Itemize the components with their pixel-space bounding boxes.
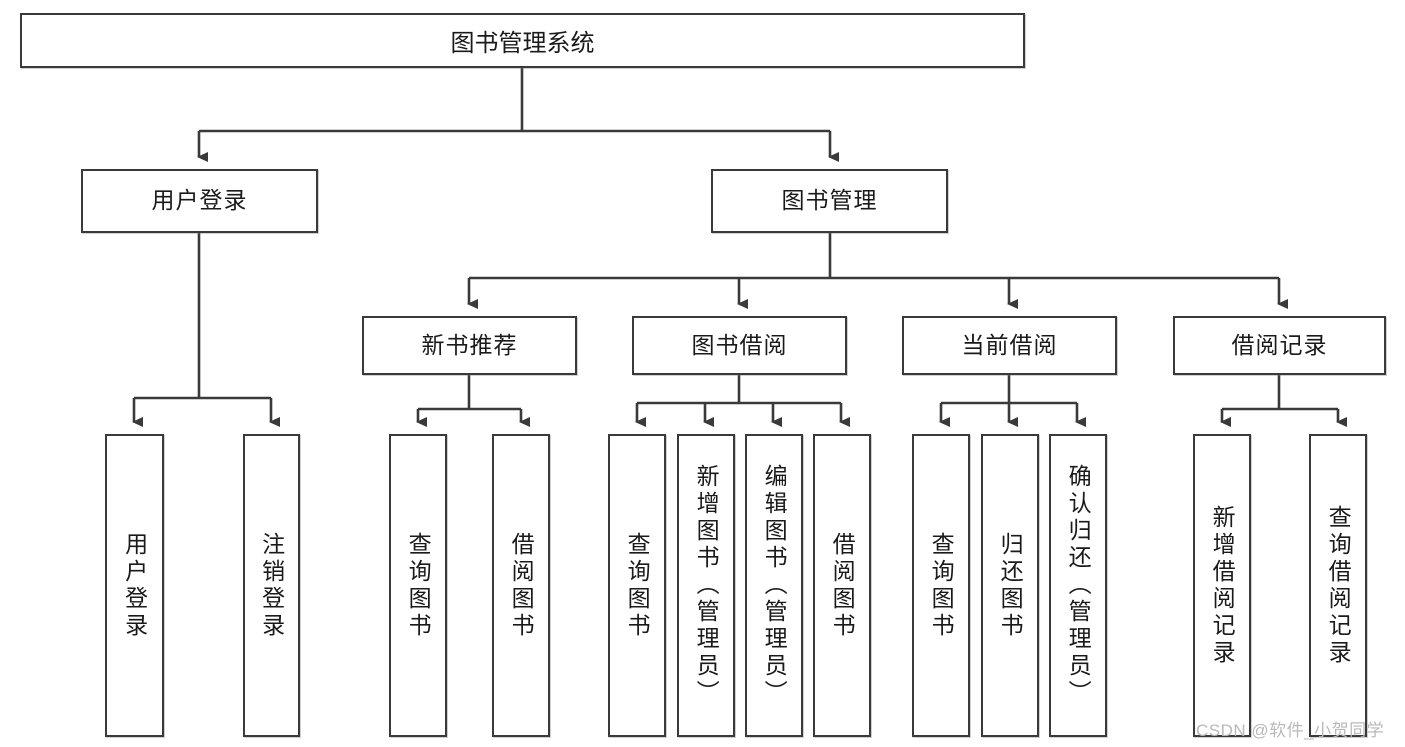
leaf-return-books[interactable]: 归还图书 bbox=[981, 434, 1039, 737]
node-current-borrow[interactable]: 当前借阅 bbox=[902, 316, 1117, 375]
node-label: 图书管理 bbox=[781, 187, 878, 214]
leaf-query-books-borrow[interactable]: 查询图书 bbox=[608, 434, 666, 737]
leaf-user-login[interactable]: 用户登录 bbox=[105, 434, 164, 737]
leaf-add-borrow-record[interactable]: 新增借阅记录 bbox=[1193, 434, 1251, 737]
node-label: 确认归还（管理员） bbox=[1065, 464, 1092, 707]
leaf-user-logout[interactable]: 注销登录 bbox=[243, 434, 300, 737]
node-label: 新增图书（管理员） bbox=[693, 464, 720, 707]
leaf-edit-book-admin[interactable]: 编辑图书（管理员） bbox=[745, 434, 803, 737]
leaf-query-books-current[interactable]: 查询图书 bbox=[912, 434, 970, 737]
node-label: 图书管理系统 bbox=[450, 30, 595, 57]
node-label: 借阅图书 bbox=[508, 531, 535, 640]
node-label: 借阅记录 bbox=[1231, 331, 1328, 358]
node-borrow-records[interactable]: 借阅记录 bbox=[1173, 316, 1386, 375]
csdn-watermark: CSDN @软件_小贺同学 bbox=[1196, 721, 1385, 740]
node-label: 用户登录 bbox=[121, 531, 148, 640]
leaf-add-book-admin[interactable]: 新增图书（管理员） bbox=[677, 434, 735, 737]
node-label: 查询借阅记录 bbox=[1325, 504, 1352, 667]
node-label: 新书推荐 bbox=[421, 331, 518, 358]
node-label: 查询图书 bbox=[405, 531, 432, 640]
node-label: 归还图书 bbox=[997, 531, 1024, 640]
node-new-book-recommend[interactable]: 新书推荐 bbox=[362, 316, 577, 375]
leaf-query-books-recommend[interactable]: 查询图书 bbox=[389, 434, 447, 737]
leaf-borrow-books-recommend[interactable]: 借阅图书 bbox=[492, 434, 550, 737]
node-label: 查询图书 bbox=[624, 531, 651, 640]
node-user-login[interactable]: 用户登录 bbox=[81, 169, 318, 233]
leaf-confirm-return-admin[interactable]: 确认归还（管理员） bbox=[1049, 434, 1107, 737]
node-label: 注销登录 bbox=[258, 531, 285, 640]
node-label: 查询图书 bbox=[928, 531, 955, 640]
node-label: 编辑图书（管理员） bbox=[761, 464, 788, 707]
leaf-query-borrow-record[interactable]: 查询借阅记录 bbox=[1309, 434, 1367, 737]
node-book-management[interactable]: 图书管理 bbox=[711, 169, 948, 233]
node-label: 用户登录 bbox=[151, 187, 248, 214]
node-label: 新增借阅记录 bbox=[1209, 504, 1236, 667]
node-root-system[interactable]: 图书管理系统 bbox=[20, 13, 1025, 68]
node-book-borrow[interactable]: 图书借阅 bbox=[632, 316, 847, 375]
leaf-borrow-books[interactable]: 借阅图书 bbox=[813, 434, 871, 737]
node-label: 借阅图书 bbox=[829, 531, 856, 640]
node-label: 图书借阅 bbox=[691, 331, 788, 358]
node-label: 当前借阅 bbox=[961, 331, 1058, 358]
